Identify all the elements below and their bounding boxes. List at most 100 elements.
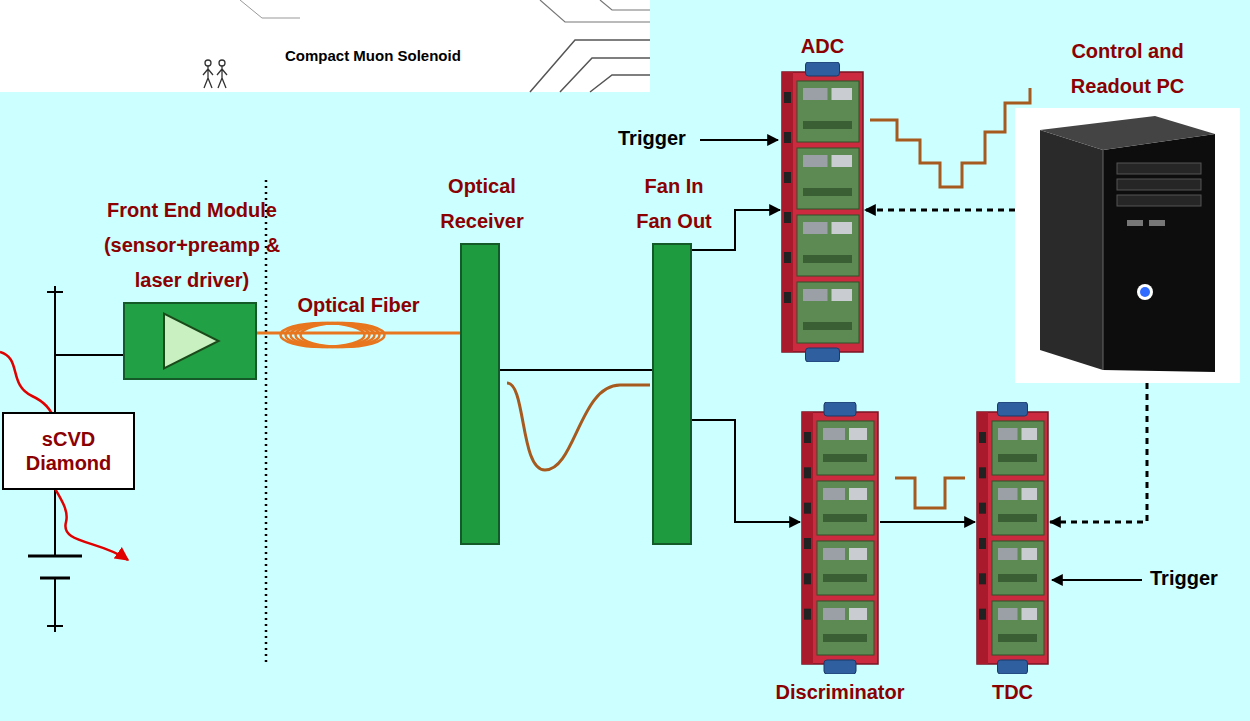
node-label: Control and Readout PC	[1071, 40, 1184, 97]
usb-port	[1149, 220, 1165, 226]
receiver-bar: Optical Receiver	[460, 243, 500, 545]
card-connector	[979, 609, 986, 620]
trigger-label: Trigger	[618, 127, 686, 149]
node-label-wrap: Optical Receiver	[427, 169, 537, 239]
cms-panel	[0, 0, 650, 92]
node-label-wrap: Fan In Fan Out	[629, 169, 719, 239]
chip	[823, 428, 845, 440]
analog-pulse	[507, 383, 650, 470]
node-label: Fan In Fan Out	[636, 175, 712, 232]
supply-symbol	[47, 286, 63, 292]
card-panel	[802, 412, 813, 664]
daughter-board	[992, 541, 1044, 595]
node-label-wrap: Discriminator	[755, 680, 925, 704]
signal-wire	[880, 521, 975, 523]
daughter-board	[817, 421, 874, 475]
chip	[998, 574, 1037, 582]
card-connector	[804, 432, 811, 443]
chip	[803, 121, 852, 129]
daughter-board	[992, 481, 1044, 535]
card-connector	[784, 252, 791, 263]
card-connector	[979, 503, 986, 514]
chip	[849, 548, 867, 560]
drive-bay	[1117, 179, 1201, 190]
daughter-board	[817, 541, 874, 595]
card-connector	[804, 503, 811, 514]
vme-card-art	[780, 62, 865, 362]
node-label: TDC	[992, 681, 1033, 703]
wire	[54, 292, 56, 355]
pc-edge	[1103, 150, 1104, 370]
chip	[803, 222, 828, 234]
card-connector	[804, 538, 811, 549]
fiber-coil	[291, 323, 375, 347]
digitized-pulse	[870, 88, 1030, 187]
card-connector	[784, 292, 791, 303]
node-label-wrap: Front End Module (sensor+preamp & laser …	[87, 193, 297, 298]
chip	[832, 289, 853, 301]
card-handle	[806, 348, 840, 362]
card-connector	[979, 573, 986, 584]
card-handle	[998, 660, 1028, 674]
chip	[849, 608, 867, 620]
chip	[832, 155, 853, 167]
detector-sketch	[530, 40, 650, 92]
chip	[803, 155, 828, 167]
daughter-board	[797, 81, 859, 142]
chip	[832, 222, 853, 234]
chip	[832, 88, 853, 100]
detector-sketch	[560, 58, 650, 92]
card-connector	[979, 538, 986, 549]
node-label-wrap: Control and Readout PC	[1063, 34, 1193, 104]
wire	[54, 578, 56, 626]
chip	[1022, 428, 1038, 440]
fan-bar: Fan In Fan Out	[652, 243, 692, 545]
ground-symbol	[47, 626, 63, 632]
card-handle	[806, 62, 840, 76]
detector-sketch	[540, 0, 650, 22]
chip	[823, 574, 867, 582]
detector-sketch	[600, 0, 650, 10]
sensor-box: sCVD Diamond	[2, 412, 135, 490]
label-wrap: Compact Muon Solenoid	[285, 47, 461, 65]
fiber-coil	[301, 323, 385, 347]
signal-wire	[692, 420, 800, 522]
chip	[1022, 608, 1038, 620]
card-handle	[824, 402, 856, 416]
chip	[998, 428, 1018, 440]
chip	[998, 548, 1018, 560]
fiber-coil	[286, 323, 370, 347]
edge-label: Optical Fiber	[294, 294, 422, 316]
signal-wire	[55, 355, 123, 412]
card-panel	[977, 412, 988, 664]
chip	[1022, 548, 1038, 560]
node-label-wrap: TDC	[968, 680, 1058, 704]
card-connector	[804, 573, 811, 584]
trigger-arrow	[700, 139, 778, 141]
chip	[823, 454, 867, 462]
chip	[1022, 488, 1038, 500]
card-connector	[804, 609, 811, 620]
usb-port	[1127, 220, 1143, 226]
amplifier-art	[125, 304, 255, 378]
chip	[823, 548, 845, 560]
card-board	[782, 72, 863, 352]
chip	[998, 488, 1018, 500]
trigger-arrow	[1052, 579, 1142, 581]
card-handle	[998, 402, 1028, 416]
pc-background	[1015, 108, 1240, 383]
chip	[823, 634, 867, 642]
pc-front	[1103, 134, 1215, 372]
picture-caption: Compact Muon Solenoid	[285, 47, 461, 64]
chip	[803, 255, 852, 263]
node-label: Front End Module (sensor+preamp & laser …	[104, 199, 280, 291]
card-connector	[784, 132, 791, 143]
chip	[803, 88, 828, 100]
control-link	[865, 209, 1015, 212]
front-end-module: Front End Module (sensor+preamp & laser …	[123, 302, 257, 380]
label-wrap: Trigger	[618, 127, 686, 150]
chip	[849, 488, 867, 500]
pc-side	[1040, 130, 1103, 370]
daughter-board	[797, 215, 859, 276]
